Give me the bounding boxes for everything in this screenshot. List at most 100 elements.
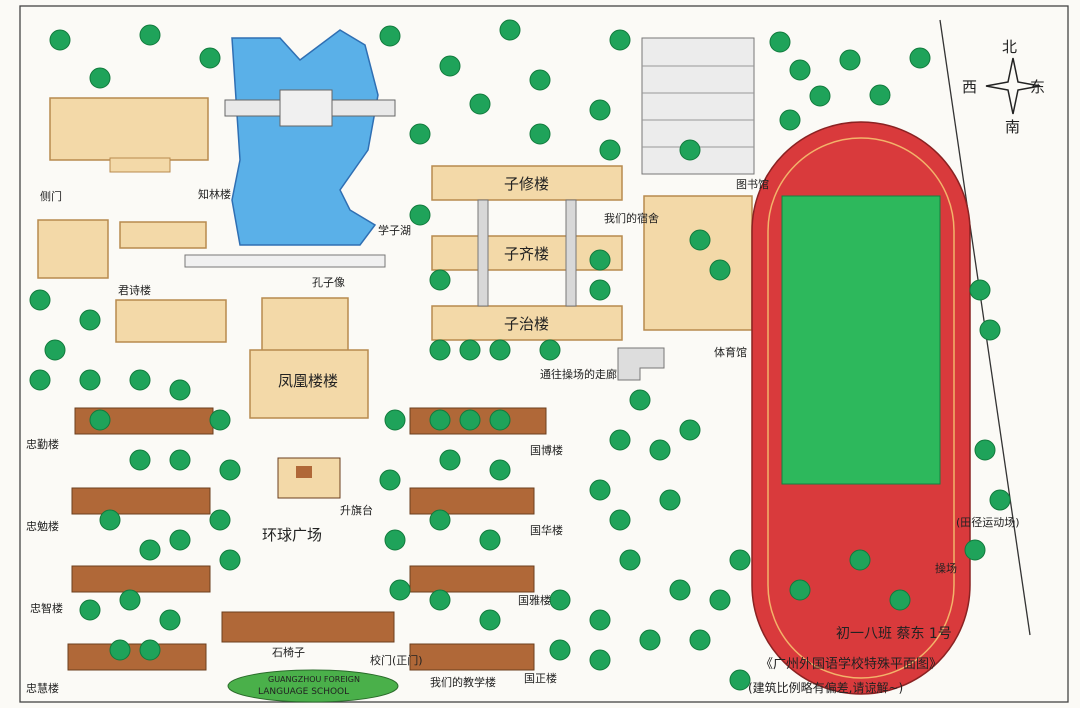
- tree: [769, 31, 791, 53]
- tree: [589, 99, 611, 121]
- tree: [169, 379, 191, 401]
- compass: 北 南 东 西: [962, 38, 1045, 136]
- label-our-dorm: 我们的宿舍: [604, 211, 659, 225]
- tree: [499, 19, 521, 41]
- tree: [549, 639, 571, 661]
- tree: [44, 339, 66, 361]
- tree: [219, 459, 241, 481]
- tree: [679, 419, 701, 441]
- tree: [429, 269, 451, 291]
- tree: [119, 589, 141, 611]
- label-our-classroom: 我们的教学楼: [430, 675, 496, 689]
- ziqi-building: [431, 235, 623, 271]
- label-zhonghui: 忠慧楼: [26, 681, 59, 695]
- tree: [429, 509, 451, 531]
- tree: [29, 289, 51, 311]
- tree: [709, 589, 731, 611]
- tree: [139, 639, 161, 661]
- label-zhongqin: 忠勤楼: [26, 437, 59, 451]
- tree: [599, 139, 621, 161]
- logo-line2: LANGUAGE SCHOOL: [258, 687, 349, 697]
- tree: [969, 279, 991, 301]
- tree: [479, 529, 501, 551]
- label-zhilin: 知林楼: [198, 187, 231, 201]
- signature-title: 《广州外国语学校特殊平面图》: [760, 656, 942, 672]
- tree: [79, 599, 101, 621]
- label-xuezi-lake: 学子湖: [378, 223, 411, 237]
- label-guoyi: 国雅楼: [518, 593, 551, 607]
- tree: [869, 84, 891, 106]
- tree: [709, 259, 731, 281]
- tree: [964, 539, 986, 561]
- tree: [109, 639, 131, 661]
- tree: [479, 609, 501, 631]
- logo-line1: GUANGZHOU FOREIGN: [268, 675, 360, 684]
- label-track-note: (田径运动场): [956, 515, 1020, 529]
- tree: [689, 229, 711, 251]
- tree: [659, 489, 681, 511]
- tree: [609, 429, 631, 451]
- tree: [889, 589, 911, 611]
- tree: [79, 369, 101, 391]
- tree: [459, 339, 481, 361]
- tree: [974, 439, 996, 461]
- stone-bench-block: [221, 611, 395, 643]
- tree: [459, 409, 481, 431]
- label-library: 图书馆: [736, 177, 769, 191]
- school-logo: GUANGZHOU FOREIGN LANGUAGE SCHOOL: [227, 669, 399, 703]
- label-paths: 通往操场的走廊: [540, 367, 617, 381]
- label-guohua: 国华楼: [530, 523, 563, 537]
- tree: [429, 339, 451, 361]
- tree: [209, 409, 231, 431]
- zhilin-building: [49, 97, 209, 173]
- label-gym: 体育馆: [714, 345, 747, 359]
- zi-corridor-right: [565, 199, 577, 307]
- signature-note: (建筑比例略有偏差,请谅解~): [748, 680, 903, 695]
- zizhi-building: [431, 305, 623, 341]
- label-zhongzhi: 忠智楼: [30, 601, 63, 615]
- tree: [669, 579, 691, 601]
- zi-corridor-left: [477, 199, 489, 307]
- west-building-a: [37, 219, 109, 279]
- tree: [409, 123, 431, 145]
- tree: [29, 369, 51, 391]
- tree: [729, 669, 751, 691]
- tree: [49, 29, 71, 51]
- tree: [529, 69, 551, 91]
- tree: [909, 47, 931, 69]
- label-ziqi: 子齐楼: [504, 245, 549, 263]
- zhong-blocks: [67, 407, 214, 671]
- tree: [139, 539, 161, 561]
- tree: [629, 389, 651, 411]
- label-junshu: 君诗楼: [118, 283, 151, 297]
- gym-building: [643, 195, 753, 331]
- tree: [129, 369, 151, 391]
- tree: [989, 489, 1011, 511]
- tree: [79, 309, 101, 331]
- tree: [489, 339, 511, 361]
- tree: [139, 24, 161, 46]
- tree: [384, 409, 406, 431]
- tree: [89, 409, 111, 431]
- label-track: 操场: [935, 561, 957, 575]
- tree: [439, 55, 461, 77]
- map-border: [19, 5, 1069, 703]
- flag-platform: [277, 457, 341, 499]
- guo-blocks: [409, 407, 547, 671]
- tree: [979, 319, 1001, 341]
- tree: [619, 549, 641, 571]
- label-fenghuang: 凤凰楼楼: [278, 372, 338, 390]
- label-zixiu: 子修楼: [504, 175, 549, 193]
- tree: [639, 629, 661, 651]
- stair-block: [617, 347, 665, 381]
- tree: [169, 449, 191, 471]
- tree: [169, 529, 191, 551]
- tree: [209, 509, 231, 531]
- xuezi-lake: [224, 29, 396, 246]
- compass-west: 西: [962, 78, 977, 96]
- west-building-b: [119, 221, 207, 249]
- tree: [589, 609, 611, 631]
- tree: [539, 339, 561, 361]
- tree: [384, 529, 406, 551]
- tree: [789, 579, 811, 601]
